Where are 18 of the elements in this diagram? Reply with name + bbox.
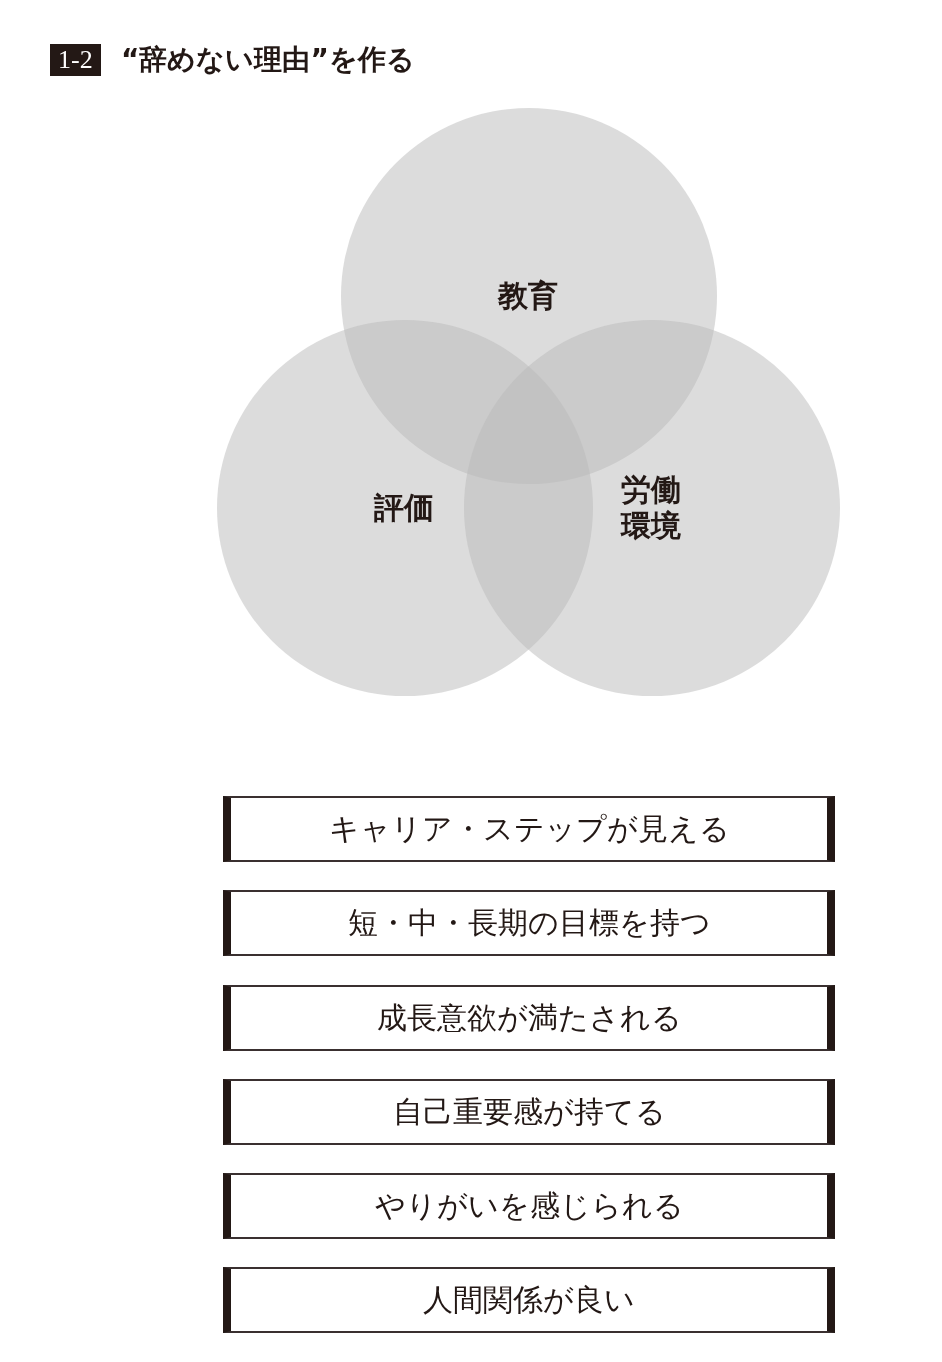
statement-box (223, 985, 835, 1051)
statement-text: やりがいを感じられる (374, 1188, 684, 1224)
statement-box (223, 1173, 835, 1239)
statement-box (223, 890, 835, 956)
statement-box (223, 1267, 835, 1333)
statement-box (223, 1079, 835, 1145)
statement-text: 人間関係が良い (423, 1282, 635, 1318)
statement-box (223, 796, 835, 862)
venn-circle (464, 320, 840, 696)
statement-text: 短・中・長期の目標を持つ (347, 905, 711, 941)
figure-title: “辞めない理由”を作る (121, 42, 415, 78)
circle-label: 教育 (498, 278, 560, 314)
figure-number: 1-2 (50, 44, 101, 76)
statement-text: 自己重要感が持てる (392, 1094, 666, 1130)
statement-text: 成長意欲が満たされる (376, 1000, 682, 1036)
circle-label: 労働環境 (621, 472, 683, 544)
statement-text: キャリア・ステップが見える (328, 811, 730, 847)
circle-label: 評価 (374, 490, 436, 526)
